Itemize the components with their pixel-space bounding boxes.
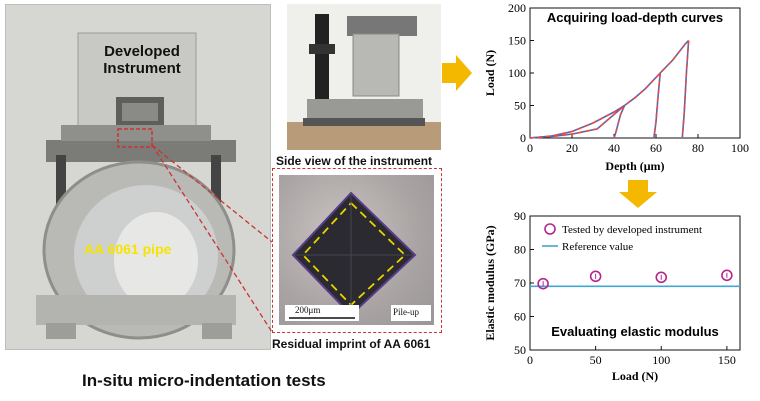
pileup-label: Pile-up: [393, 307, 419, 317]
load-depth-curve-blue: [529, 39, 690, 139]
chart2-xlabel: Load (N): [612, 369, 658, 383]
instrument-label-line1: Developed: [104, 43, 180, 60]
x-tick-label: 150: [718, 353, 736, 367]
x-tick-label: 100: [731, 141, 749, 155]
x-tick-label: 0: [527, 353, 533, 367]
modulus-point: [537, 277, 549, 290]
y-tick-label: 60: [514, 310, 526, 324]
x-tick-label: 50: [590, 353, 602, 367]
legend-label-tested: Tested by developed instrument: [562, 224, 702, 236]
load-depth-curve-red: [529, 104, 626, 139]
chart1-ylabel: Load (N): [483, 50, 497, 96]
side-view-illustration: [287, 4, 441, 150]
x-tick-label: 20: [566, 141, 578, 155]
chart1-title: Acquiring load-depth curves: [547, 10, 723, 25]
side-view-photo: [287, 4, 441, 150]
modulus-point: [589, 270, 602, 283]
y-tick-label: 70: [514, 276, 526, 290]
arrow-right-icon: [442, 55, 472, 91]
imprint-caption: Residual imprint of AA 6061: [272, 337, 431, 351]
y-tick-label: 0: [520, 131, 526, 145]
chart1-frame: [529, 7, 741, 139]
x-tick-label: 40: [608, 141, 620, 155]
pipe-label: AA 6061 pipe: [84, 241, 172, 257]
scale-bar-label: 200μm: [295, 305, 321, 315]
x-tick-label: 100: [652, 353, 670, 367]
instrument-illustration: [6, 5, 270, 349]
imprint-callout-box: 200μm Pile-up: [272, 168, 442, 333]
instrument-photo: Developed Instrument AA 6061 pipe: [5, 4, 271, 350]
load-depth-curve-blue: [529, 104, 626, 139]
load-depth-curve-red: [613, 105, 626, 139]
y-tick-label: 50: [514, 343, 526, 357]
legend-marker-tested: [544, 223, 556, 235]
chart2-ylabel: Elastic modulus (GPa): [483, 225, 497, 340]
legend-label-reference: Reference value: [562, 241, 633, 253]
load-depth-curve-red: [529, 39, 690, 139]
imprint-micrograph: 200μm Pile-up: [279, 175, 434, 325]
y-tick-label: 50: [514, 99, 526, 113]
imprint-illustration: [285, 191, 431, 321]
y-tick-label: 90: [514, 209, 526, 223]
x-tick-label: 60: [650, 141, 662, 155]
x-tick-label: 0: [527, 141, 533, 155]
modulus-point: [655, 271, 668, 284]
x-tick-label: 80: [692, 141, 704, 155]
y-tick-label: 100: [508, 66, 526, 80]
load-depth-chart: 0 20 40 60 80 100 0 50 100 150 200 Acquiring load-…: [483, 1, 749, 173]
instrument-label: Developed Instrument: [92, 43, 192, 77]
y-tick-label: 200: [508, 1, 526, 15]
side-view-caption: Side view of the instrument: [276, 154, 433, 168]
load-depth-curve-red: [653, 72, 661, 139]
chart2-title: Evaluating elastic modulus: [551, 324, 719, 339]
modulus-point: [721, 269, 733, 282]
y-tick-label: 80: [514, 243, 526, 257]
load-depth-curve-red: [681, 40, 690, 139]
instrument-label-line2: Instrument: [103, 60, 181, 77]
arrow-down-icon: [619, 180, 657, 208]
y-tick-label: 150: [508, 34, 526, 48]
chart1-xlabel: Depth (μm): [605, 159, 664, 173]
footer-caption: In-situ micro-indentation tests: [82, 371, 326, 390]
